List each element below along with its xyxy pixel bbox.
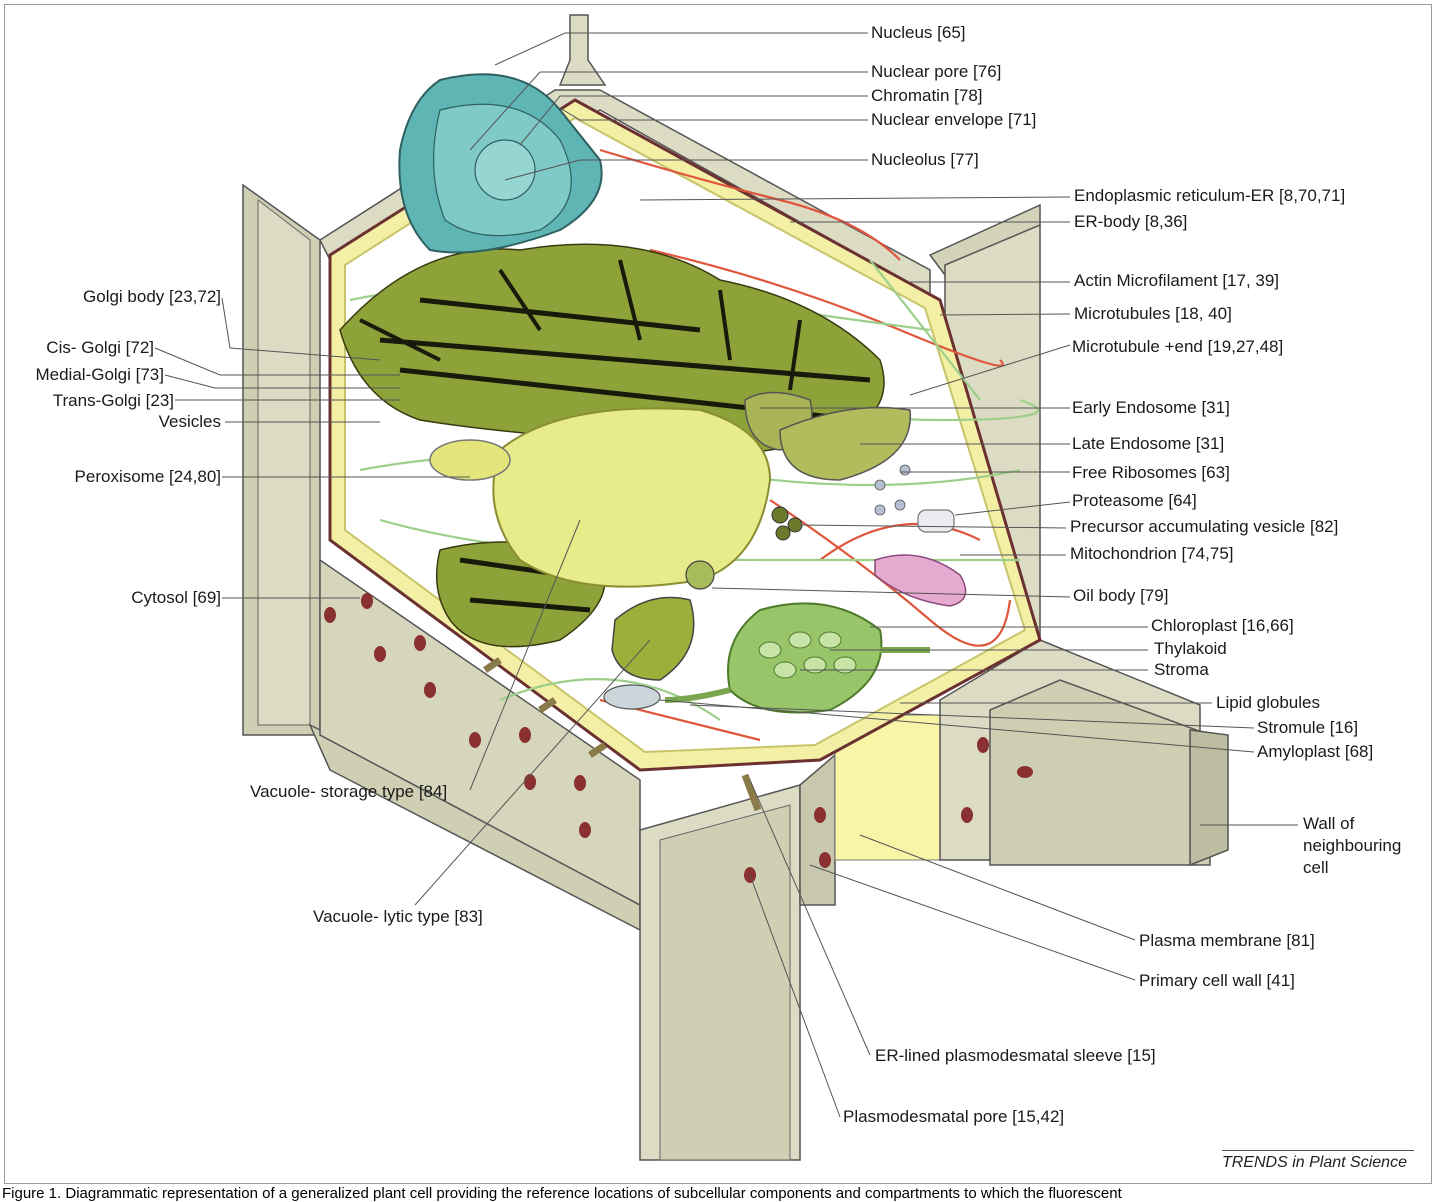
nucleus xyxy=(398,73,603,254)
label-plasmodesmatal-pore: Plasmodesmatal pore [15,42] xyxy=(843,1107,1065,1126)
label-nucleus: Nucleus [65] xyxy=(871,23,966,42)
source-credit: TRENDS in Plant Science xyxy=(1222,1150,1414,1172)
label-golgi-body: Golgi body [23,72] xyxy=(83,287,221,306)
label-nucleolus: Nucleolus [77] xyxy=(871,150,979,169)
mitochondrion xyxy=(874,554,967,607)
peroxisome xyxy=(429,439,511,481)
label-er: Endoplasmic reticulum-ER [8,70,71] xyxy=(1074,186,1346,205)
label-er-body: ER-body [8,36] xyxy=(1074,212,1188,231)
label-medial-golgi: Medial-Golgi [73] xyxy=(35,365,164,384)
label-plasma-membrane: Plasma membrane [81] xyxy=(1139,931,1315,950)
figure-caption: Figure 1. Diagrammatic representation of… xyxy=(2,1186,1122,1202)
label-chromatin: Chromatin [78] xyxy=(871,86,983,105)
proteasome xyxy=(917,509,955,533)
plasmodesmata xyxy=(483,657,762,812)
label-free-ribosomes: Free Ribosomes [63] xyxy=(1072,463,1230,482)
label-vacuole-lytic: Vacuole- lytic type [83] xyxy=(313,907,483,926)
label-neighbour-wall: Wall of neighbouring cell xyxy=(1303,814,1402,877)
label-stroma: Stroma xyxy=(1154,660,1209,679)
label-amyloplast: Amyloplast [68] xyxy=(1257,742,1374,761)
label-nuclear-pore: Nuclear pore [76] xyxy=(871,62,1002,81)
label-peroxisome: Peroxisome [24,80] xyxy=(74,467,221,486)
amyloplast xyxy=(603,684,661,710)
late-endosome xyxy=(779,406,911,481)
label-cytosol: Cytosol [69] xyxy=(131,588,221,607)
label-primary-wall: Primary cell wall [41] xyxy=(1139,971,1295,990)
label-cis-golgi: Cis- Golgi [72] xyxy=(46,338,154,357)
label-stromule: Stromule [16] xyxy=(1257,718,1359,737)
label-thylakoid: Thylakoid xyxy=(1154,639,1227,658)
chloroplast xyxy=(664,602,930,714)
label-trans-golgi: Trans-Golgi [23] xyxy=(52,391,174,410)
figure-frame xyxy=(4,4,1432,1184)
oil-body xyxy=(685,560,715,590)
label-vesicles: Vesicles xyxy=(158,412,221,431)
leader-lines xyxy=(154,32,1298,1118)
label-microtubules: Microtubules [18, 40] xyxy=(1074,304,1232,323)
label-late-endosome: Late Endosome [31] xyxy=(1072,434,1225,453)
label-proteasome: Proteasome [64] xyxy=(1072,491,1197,510)
label-vacuole-storage: Vacuole- storage type [84] xyxy=(250,782,448,801)
label-actin: Actin Microfilament [17, 39] xyxy=(1074,271,1280,290)
label-precursor-vesicle: Precursor accumulating vesicle [82] xyxy=(1070,517,1339,536)
label-er-sleeve: ER-lined plasmodesmatal sleeve [15] xyxy=(875,1046,1156,1065)
label-chloroplast: Chloroplast [16,66] xyxy=(1151,616,1294,635)
label-mitochondrion: Mitochondrion [74,75] xyxy=(1070,544,1234,563)
wall-pits xyxy=(324,593,1033,883)
label-nuclear-envelope: Nuclear envelope [71] xyxy=(871,110,1037,129)
label-oil-body: Oil body [79] xyxy=(1073,586,1169,605)
storage-vacuole xyxy=(492,407,772,588)
label-early-endosome: Early Endosome [31] xyxy=(1072,398,1230,417)
label-lipid-globules: Lipid globules xyxy=(1216,693,1320,712)
label-microtubule-end: Microtubule +end [19,27,48] xyxy=(1072,337,1284,356)
